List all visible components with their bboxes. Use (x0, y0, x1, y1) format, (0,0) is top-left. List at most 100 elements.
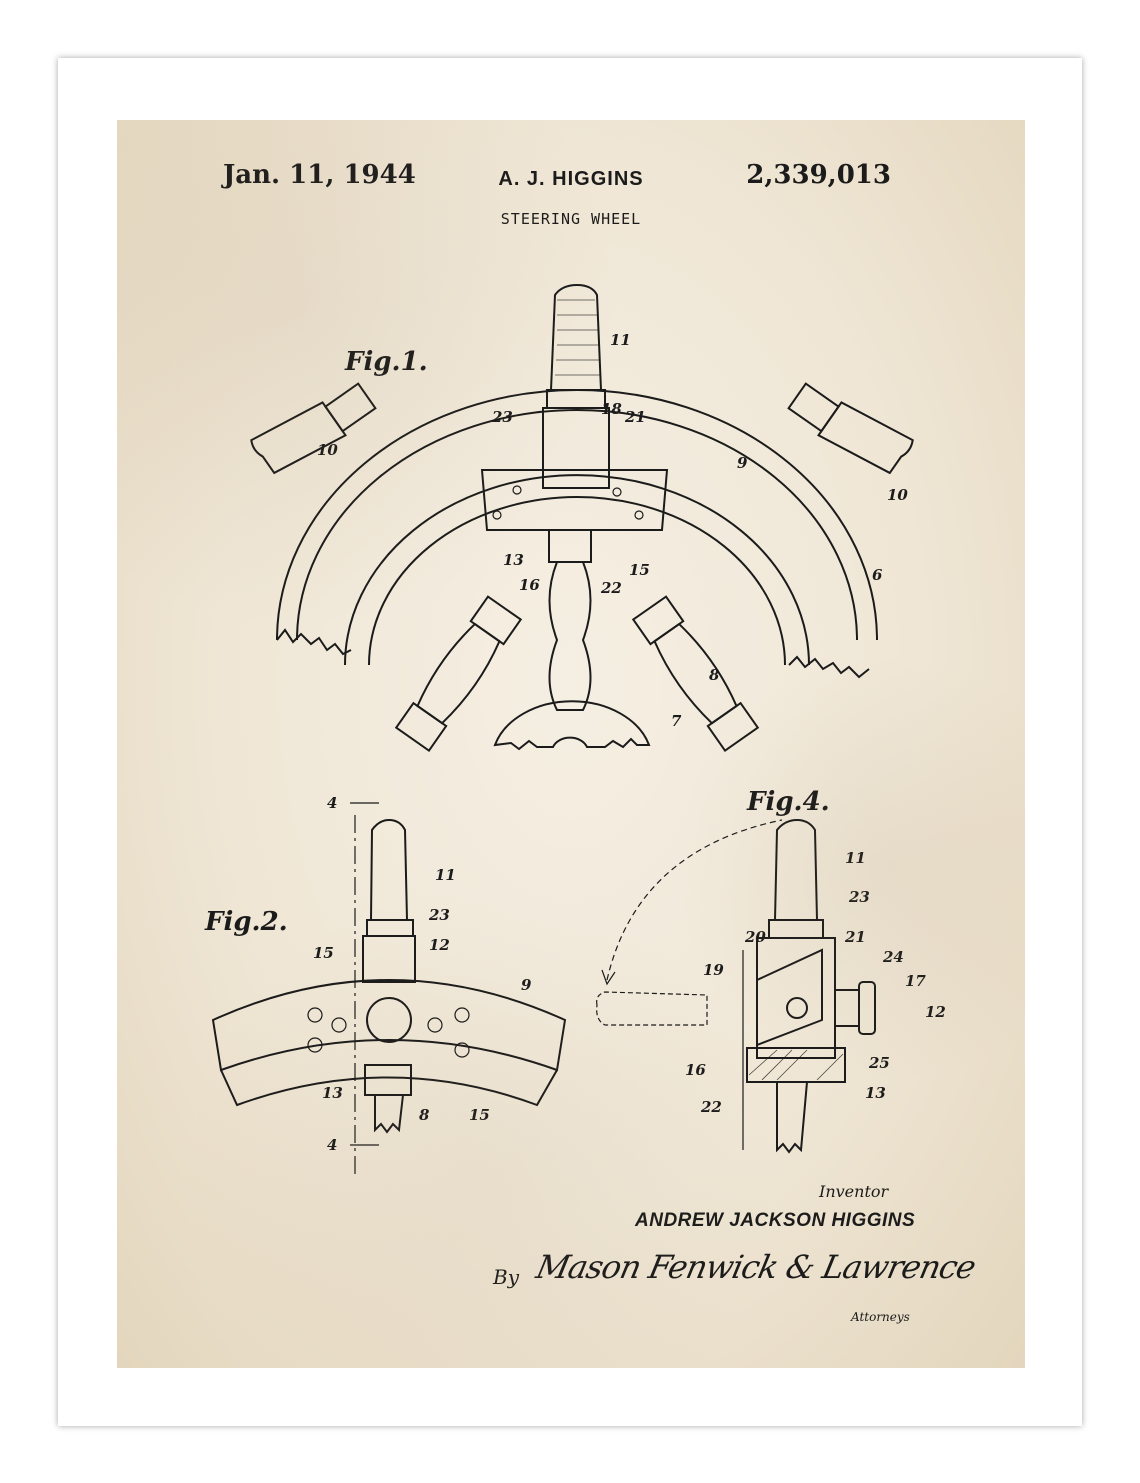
screw (634, 510, 644, 520)
ref-numeral: 11 (610, 331, 631, 349)
right-handle (787, 382, 914, 475)
hub-plate (480, 469, 669, 531)
ref-numeral: 15 (629, 561, 650, 579)
ref-numeral: 11 (435, 866, 456, 884)
ref-numeral: 4 (327, 794, 337, 812)
ref-numeral: 23 (491, 408, 513, 426)
ref-numeral: 10 (887, 486, 908, 504)
ref-numeral: 8 (709, 666, 720, 684)
ref-numeral: 13 (503, 551, 524, 569)
wheel-rim-outer-inner-edge (296, 409, 858, 641)
lower-left-spoke (394, 595, 523, 753)
ref-numeral: 23 (428, 906, 450, 924)
patent-drawings: Fig.1. (204, 283, 946, 1178)
patent-title: STEERING WHEEL (500, 210, 642, 228)
ref-numeral: 16 (685, 1061, 706, 1079)
figure-4-label: Fig.4. (746, 787, 830, 817)
figure-2-label: Fig.2. (204, 907, 288, 937)
figure-4-section: Fig.4. 11 23 20 21 24 (596, 787, 946, 1154)
handle-socket (542, 407, 610, 489)
fig4-pivot (756, 948, 823, 1046)
screw (307, 1007, 323, 1023)
top-handle (549, 283, 603, 391)
ref-numeral: 12 (925, 1003, 946, 1021)
ref-numeral: 9 (521, 976, 532, 994)
fig2-lower-collar (364, 1064, 412, 1096)
hatching (555, 299, 601, 376)
ref-numeral: 18 (601, 400, 622, 418)
signature-by: By (493, 1265, 519, 1289)
fig4-pivot-pin (786, 997, 808, 1019)
inventor-caption: Inventor (819, 1182, 889, 1201)
ref-numeral: 24 (882, 948, 904, 966)
ref-numeral: 9 (737, 454, 748, 472)
swing-arc (606, 819, 783, 981)
ref-numeral: 6 (872, 566, 883, 584)
ref-numeral: 25 (868, 1054, 890, 1072)
inventor-header: A. J. HIGGINS (498, 168, 644, 190)
rim-break-left (276, 628, 352, 656)
ref-numeral: 11 (845, 849, 866, 867)
fig2-knob (366, 997, 412, 1043)
ref-numeral: 20 (744, 928, 766, 946)
ref-numeral: 15 (313, 944, 334, 962)
screw (512, 485, 522, 495)
ref-numeral: 13 (322, 1084, 343, 1102)
wheel-hub (493, 700, 651, 751)
inventor-name: ANDREW JACKSON HIGGINS (635, 1210, 916, 1231)
fig4-collar (768, 919, 824, 939)
ref-numeral: 7 (671, 712, 682, 730)
screw (454, 1007, 470, 1023)
ref-numeral: 13 (865, 1084, 886, 1102)
fig4-broken-spoke (776, 1081, 808, 1154)
figure-1-steering-wheel: Fig.1. (250, 283, 914, 753)
center-spoke (548, 561, 592, 711)
attorneys-caption: Attorneys (851, 1310, 910, 1324)
wheel-rim-outer (276, 389, 878, 641)
patent-date: Jan. 11, 1944 (223, 160, 416, 190)
ref-numeral: 19 (703, 961, 724, 979)
ref-numeral: 10 (317, 441, 338, 459)
figure-1-label: Fig.1. (344, 347, 428, 377)
wheel-rim-inner (344, 474, 810, 666)
screw (427, 1017, 443, 1033)
ref-numeral: 23 (848, 888, 870, 906)
ref-numeral: 8 (419, 1106, 430, 1124)
spoke-collar (548, 529, 592, 563)
arrow-head (601, 969, 616, 986)
screw (307, 1037, 323, 1053)
ref-numeral: 12 (429, 936, 450, 954)
patent-sheet: Jan. 11, 1944 A. J. HIGGINS 2,339,013 ST… (117, 120, 1025, 1368)
left-handle (250, 382, 377, 475)
fig4-rim-section (746, 1047, 846, 1083)
fig2-rim-lower (220, 1069, 558, 1107)
attorney-signature: Mason Fenwick & Lawrence (532, 1248, 979, 1286)
lower-right-spoke (631, 595, 760, 753)
wheel-rim-inner-edge (368, 496, 786, 666)
ref-numeral: 21 (844, 928, 866, 946)
folded-handle (596, 991, 708, 1026)
fig2-broken-spoke (374, 1094, 404, 1134)
ref-numeral: 22 (600, 579, 622, 597)
ref-numeral: 16 (519, 576, 540, 594)
ref-numeral: 4 (327, 1136, 337, 1154)
ref-numeral: 22 (700, 1098, 722, 1116)
screw (331, 1017, 347, 1033)
ref-numeral: 15 (469, 1106, 490, 1124)
fig2-rim-segment (211, 979, 567, 1072)
screw (454, 1042, 470, 1058)
fig2-handle (369, 818, 409, 921)
ref-numeral: 21 (624, 408, 646, 426)
handle-collar (546, 389, 606, 409)
patent-number: 2,339,013 (746, 160, 891, 190)
fig4-screw-shaft (834, 989, 860, 1027)
rim-break-right (788, 655, 870, 679)
hatching (748, 1049, 844, 1081)
screw (612, 487, 622, 497)
fig4-handle (773, 818, 819, 921)
screw (492, 510, 502, 520)
ref-numeral: 17 (905, 972, 926, 990)
fig2-collar (366, 919, 414, 937)
fig4-knurled-knob (858, 981, 876, 1035)
fig2-socket (362, 935, 416, 983)
